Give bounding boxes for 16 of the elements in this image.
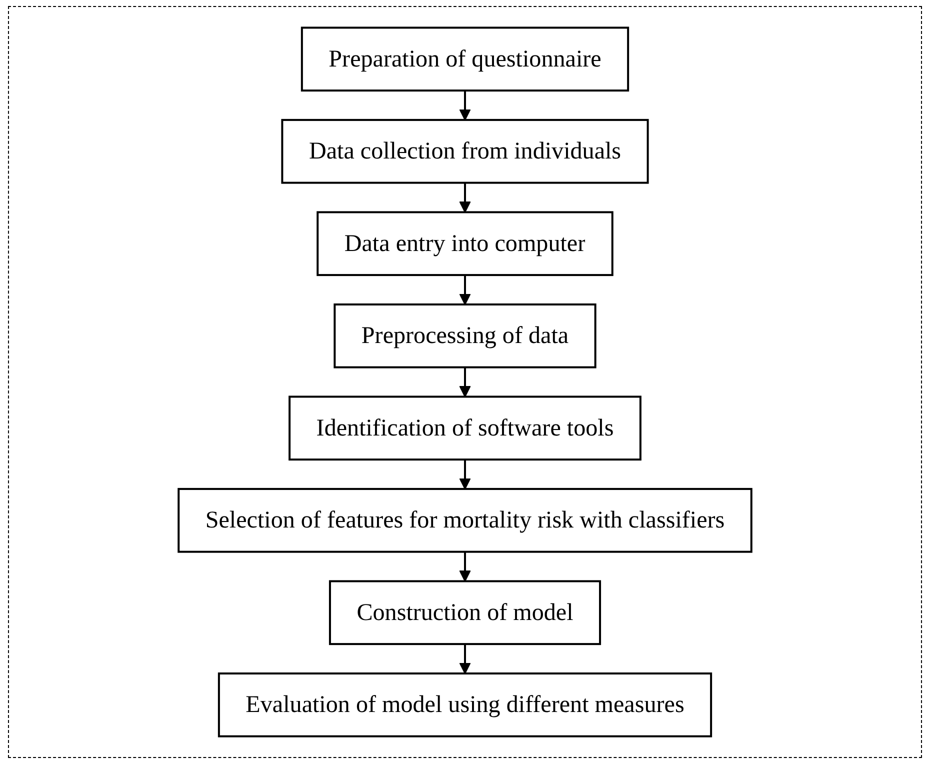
node-box xyxy=(178,488,752,553)
arrow xyxy=(459,644,471,674)
arrow xyxy=(459,552,471,582)
node-box xyxy=(281,118,649,184)
node-box xyxy=(328,580,602,646)
node-box xyxy=(300,26,630,92)
arrow xyxy=(459,182,471,213)
arrow xyxy=(459,460,471,490)
node-box xyxy=(288,396,642,461)
node-box xyxy=(316,211,614,276)
arrow xyxy=(459,90,471,120)
arrow xyxy=(459,367,471,398)
arrow xyxy=(459,275,471,305)
node-box xyxy=(218,672,712,738)
dashed-frame: Preparation of questionnaire Data collection from individuals Data entry into computer Preprocessing of data Identification of software tools Selection of features for mortality risk with classifiers Construction of model Evaluation of model using different measures xyxy=(8,6,922,758)
node-box xyxy=(334,303,596,368)
